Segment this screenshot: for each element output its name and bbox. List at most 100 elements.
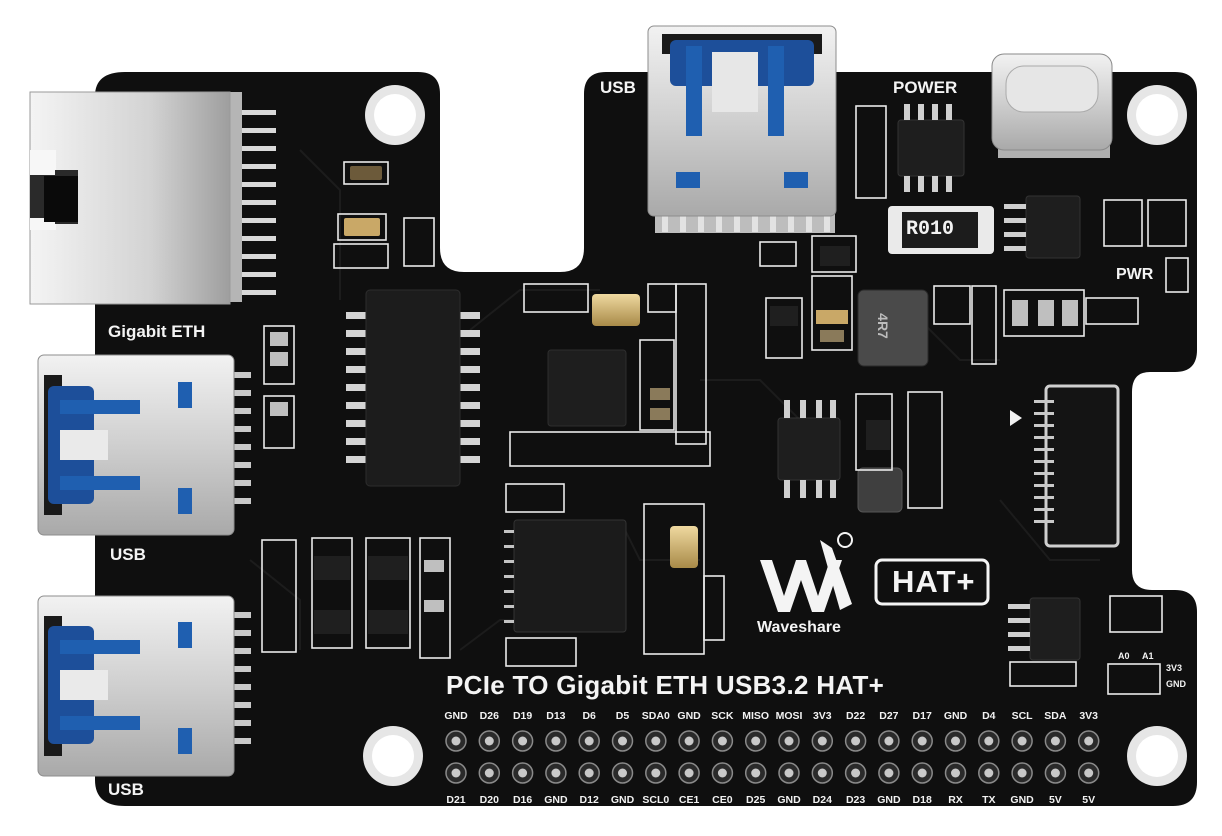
gpio-top-pin-label: D17 (912, 710, 932, 722)
gpio-bottom-pin-label: GND (877, 794, 901, 806)
gpio-bottom-pin-label: GND (1010, 794, 1034, 806)
ethernet-jack (29, 91, 276, 305)
gpio-top-pin-label: GND (677, 710, 701, 722)
gpio-pin-tip (1017, 768, 1027, 778)
gpio-pin-tip (884, 768, 894, 778)
gpio-top-pin-label: D19 (512, 710, 533, 722)
gpio-bottom-pin-label: 5V (1048, 794, 1062, 806)
pwr-led-label: PWR (1116, 266, 1154, 283)
gpio-pin-tip (717, 768, 727, 778)
id-eeprom-ic (1008, 597, 1081, 661)
gpio-top-pin-label: D22 (845, 710, 866, 722)
usb-port-top (647, 25, 837, 233)
gpio-pin-tip (817, 768, 827, 778)
board-title: PCIe TO Gigabit ETH USB3.2 HAT+ (446, 670, 885, 700)
gpio-pin-tip (851, 768, 861, 778)
usb-c-port (991, 53, 1113, 158)
gpio-bottom-pin-label: RX (948, 794, 963, 806)
gpio-bottom-pin-label: D16 (512, 794, 533, 806)
gpio-bottom-pin-label: TX (982, 794, 996, 806)
gpio-top-pin-label: SCK (711, 710, 734, 722)
gpio-pin-tip (817, 736, 827, 746)
gpio-bottom-pin-label: D18 (912, 794, 932, 806)
gpio-pin-tip (1050, 768, 1060, 778)
gpio-pin-tip (618, 736, 627, 746)
gpio-top-pin-label: SDA (1044, 710, 1067, 722)
gpio-top-pin-label: D26 (479, 710, 499, 722)
gpio-bottom-pin-label: D12 (579, 794, 599, 806)
gpio-bottom-pin-label: 5V (1082, 794, 1096, 806)
gpio-pin-tip (684, 736, 694, 746)
inductor-small (857, 467, 903, 513)
gpio-bottom-pin-label: GND (777, 794, 801, 806)
gpio-pin-tip (1084, 736, 1094, 746)
gpio-pin-tip (484, 768, 494, 778)
gpio-header (445, 730, 1100, 784)
gpio-pin-tip (751, 768, 761, 778)
gpio-bottom-pin-label: D20 (479, 794, 499, 806)
3v3-address-label: 3V3 (1166, 663, 1183, 673)
gpio-pin-tip (451, 736, 461, 746)
gpio-top-pin-label: SDA0 (641, 710, 670, 722)
gpio-bottom-pin-label: SCL0 (642, 794, 670, 806)
gpio-pin-tip (984, 736, 994, 746)
usb-port-left-2 (37, 595, 251, 777)
gpio-pin-tip (551, 768, 561, 778)
gpio-pin-tip (518, 768, 528, 778)
gpio-bottom-pin-label: D25 (746, 794, 766, 806)
crystal-small (670, 526, 698, 568)
gpio-pin-tip (917, 736, 927, 746)
mounting-holes (363, 85, 1187, 786)
smd-passives (270, 166, 1078, 634)
gpio-bottom-pin-label: CE1 (678, 794, 700, 806)
gpio-top-pin-label: SCL (1011, 710, 1033, 722)
hat-badge-frame (874, 558, 990, 606)
ethernet-controller-ic (547, 349, 627, 427)
eeprom-ic (777, 400, 841, 498)
usb-top-label: USB (600, 78, 636, 97)
gpio-bottom-pin-label: D24 (812, 794, 832, 806)
gpio-top-pin-label: GND (943, 710, 968, 722)
gpio-bottom-pin-label: GND (544, 794, 568, 806)
usb-port-left-1 (37, 354, 251, 536)
a0-label: A0 (1118, 651, 1130, 661)
gpio-pin-tip (651, 736, 661, 746)
gpio-pin-tip (518, 736, 528, 746)
gpio-pin-tip (684, 768, 694, 778)
smd-outlines (261, 105, 1189, 695)
gpio-bottom-pin-label: D23 (845, 794, 866, 806)
waveshare-brand-text: Waveshare (757, 619, 841, 636)
gpio-pin-tip (717, 736, 727, 746)
gpio-pin-tip (651, 768, 661, 778)
inductor-marking: 4R7 (874, 313, 891, 339)
gpio-pin-tip (618, 768, 627, 778)
gpio-top-pin-label: MOSI (775, 710, 803, 722)
gnd-address-label: GND (1166, 679, 1186, 689)
gpio-pin-tip (951, 736, 960, 746)
a1-label: A1 (1142, 651, 1154, 661)
pcie-usb-controller-ic (504, 519, 627, 633)
inductor (857, 289, 929, 367)
gpio-top-pin-label: D4 (982, 710, 996, 722)
hat-plus-badge: HAT+ (892, 564, 976, 599)
gpio-pin-tip (917, 768, 927, 778)
gpio-top-pin-label: D6 (582, 710, 596, 722)
gpio-pin-tip (784, 768, 794, 778)
gpio-pin-tip (951, 768, 960, 778)
gpio-pin-tip (984, 768, 994, 778)
gpio-pin-tip (784, 736, 794, 746)
gpio-top-pin-label: 3V3 (812, 710, 832, 722)
gpio-bottom-pin-label: D21 (446, 794, 466, 806)
gpio-pin-tip (751, 736, 761, 746)
gpio-pin-tip (1017, 736, 1027, 746)
gpio-bottom-pin-label: GND (610, 794, 635, 806)
gpio-top-pin-label: GND (444, 710, 468, 722)
ethernet-transformer (346, 289, 480, 487)
gpio-bottom-pin-label: CE0 (712, 794, 733, 806)
gpio-top-pin-label: MISO (742, 710, 770, 722)
resistor-marking: R010 (906, 218, 955, 241)
gpio-pin-tip (884, 736, 894, 746)
power-label: POWER (893, 78, 958, 97)
gpio-top-pin-label: 3V3 (1079, 710, 1099, 722)
fpc-connector (1010, 384, 1120, 548)
